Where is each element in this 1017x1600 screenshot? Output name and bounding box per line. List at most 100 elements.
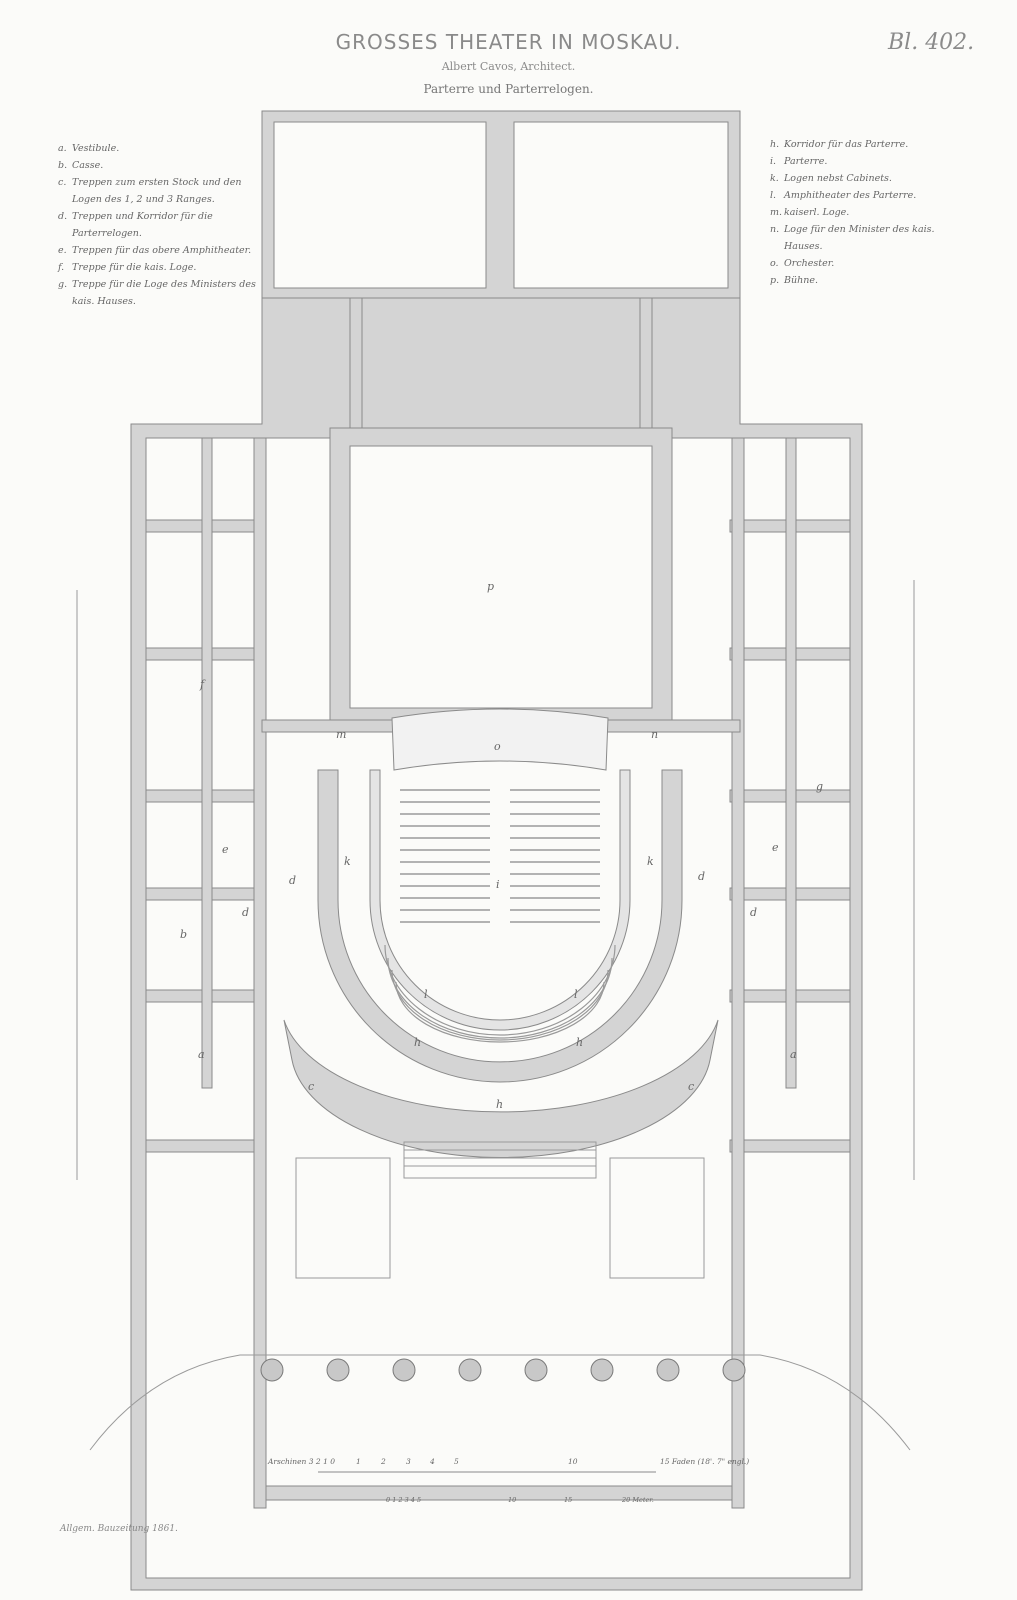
orchestra-pit xyxy=(391,708,609,771)
legend-text: Treppe für die Loge des Ministers des ka… xyxy=(72,279,256,307)
legend-key: o. xyxy=(770,258,779,269)
rear-annex xyxy=(261,110,741,299)
label-l-left: l xyxy=(424,988,428,1001)
label-h-center: h xyxy=(496,1098,503,1111)
scale-meter-label: 20 Meter. xyxy=(621,1496,654,1504)
front-wall xyxy=(261,1485,743,1501)
label-p: p xyxy=(487,580,494,593)
legend-key: i. xyxy=(770,156,777,167)
sheet-number: Bl. 402. xyxy=(888,30,975,55)
legend-entry: m.kaiserl. Loge. xyxy=(770,204,969,221)
architect-credit: Albert Cavos, Architect. xyxy=(441,60,576,73)
legend-key: a. xyxy=(58,143,67,154)
parterre-seats xyxy=(400,789,600,923)
auditorium-outer xyxy=(317,769,683,1083)
label-m: m xyxy=(336,728,346,741)
legend-key: l. xyxy=(770,190,777,201)
label-c-left: c xyxy=(308,1080,314,1093)
outer-walls xyxy=(130,297,863,1591)
label-i: i xyxy=(496,878,500,891)
label-d-left2: d xyxy=(242,906,249,919)
legend-text: Treppen zum ersten Stock und den Logen d… xyxy=(72,177,242,205)
label-f: f xyxy=(199,678,206,691)
legend-text: Treppen und Korridor für die Parterrelog… xyxy=(72,211,213,239)
legend-entry: e. Treppen für das obere Amphitheater. xyxy=(58,242,257,259)
scale-meter-ticks: 0 1 2 3 4 5 xyxy=(386,1496,421,1504)
legend-key: g. xyxy=(58,279,68,290)
legend-entry: a. Vestibule. xyxy=(58,140,257,157)
corridor-h xyxy=(283,1019,719,1158)
legend-key: k. xyxy=(770,173,779,184)
legend-entry: h. Korridor für das Parterre. xyxy=(770,136,969,153)
label-h-left: h xyxy=(414,1036,421,1049)
label-a-left: a xyxy=(198,1048,205,1061)
legend-entry: l. Amphitheater des Parterre. xyxy=(770,187,969,204)
legend-entry: d. Treppen und Korridor für die Parterrel… xyxy=(58,208,257,242)
legend-entry: p.Bühne. xyxy=(770,272,969,289)
legend-key: p. xyxy=(770,275,780,286)
legend-text: Vestibule. xyxy=(72,143,120,154)
scale-tick-3: 3 xyxy=(406,1457,411,1466)
legend-key: c. xyxy=(58,177,67,188)
scale-bar-meter: 0 1 2 3 4 5 10 15 20 Meter. xyxy=(386,1496,654,1504)
legend-text: Treppen für das obere Amphitheater. xyxy=(72,245,252,256)
legend-text: Loge für den Minister des kais. Hauses. xyxy=(784,224,935,252)
legend-text: Orchester. xyxy=(784,258,835,269)
legend-key: d. xyxy=(58,211,68,222)
plan-name: Parterre und Parterrelogen. xyxy=(423,82,594,96)
label-a-right: a xyxy=(790,1048,797,1061)
source-credit: Allgem. Bauzeitung 1861. xyxy=(60,1524,178,1534)
legend-entry: k. Logen nebst Cabinets. xyxy=(770,170,969,187)
legend-entry: n. Loge für den Minister des kais. Hauses… xyxy=(770,221,969,255)
scale-tick-2: 2 xyxy=(380,1457,386,1466)
label-h-right: h xyxy=(576,1036,583,1049)
label-k-left: k xyxy=(344,855,351,868)
ramp-curve xyxy=(89,1354,911,1451)
label-b: b xyxy=(180,928,187,941)
legend-key: n. xyxy=(770,224,780,235)
legend-text: Casse. xyxy=(72,160,104,171)
legend-key: m. xyxy=(770,207,783,218)
label-g: g xyxy=(816,780,823,793)
amphitheater-rows xyxy=(384,944,616,1043)
scale-tick-1: 1 xyxy=(356,1457,361,1466)
auditorium-inner xyxy=(369,769,631,1031)
label-o: o xyxy=(494,740,501,753)
legend-key: b. xyxy=(58,160,68,171)
scale-bar-arschinen: Arschinen 3 2 1 0 1 2 3 4 5 10 15 Faden … xyxy=(267,1457,749,1473)
scale-tick-5: 5 xyxy=(454,1457,459,1466)
legend-text: Korridor für das Parterre. xyxy=(784,139,909,150)
page-title: GROSSES THEATER IN MOSKAU. xyxy=(335,30,682,54)
legend-entry: i.Parterre. xyxy=(770,153,969,170)
legend-text: Treppe für die kais. Loge. xyxy=(72,262,197,273)
label-d-left: d xyxy=(289,874,296,887)
legend-text: Amphitheater des Parterre. xyxy=(784,190,917,201)
legend-key: e. xyxy=(58,245,67,256)
scale-meter-10: 10 xyxy=(508,1496,516,1504)
portico-columns xyxy=(260,1358,746,1382)
legend-right: h.Korridor für das Parterre.i.Parterre.k… xyxy=(770,136,969,289)
legend-key: f. xyxy=(58,262,65,273)
legend-key: h. xyxy=(770,139,780,150)
scale-meter-15: 15 xyxy=(564,1496,572,1504)
scale-faden-label: 15 Faden (18'. 7" engl.) xyxy=(660,1457,749,1466)
legend-text: Logen nebst Cabinets. xyxy=(784,173,892,184)
scale-tick-10: 10 xyxy=(568,1457,578,1466)
label-d-right: d xyxy=(698,870,705,883)
scale-tick-4: 4 xyxy=(429,1457,435,1466)
label-k-right: k xyxy=(647,855,654,868)
legend-text: kaiserl. Loge. xyxy=(784,207,850,218)
stage-walls xyxy=(329,427,673,721)
legend-left: a. Vestibule. b. Casse. c. Treppen zum ersten… xyxy=(58,140,257,310)
label-e-left: e xyxy=(222,843,229,856)
legend-entry: g. Treppe für die Loge des Ministers des … xyxy=(58,276,257,310)
legend-entry: f. Treppe für die kais. Loge. xyxy=(58,259,257,276)
label-n: n xyxy=(651,728,658,741)
scale-arschinen-label: Arschinen 3 2 1 0 xyxy=(267,1457,335,1466)
legend-entry: c. Treppen zum ersten Stock und den Logen… xyxy=(58,174,257,208)
label-c-right: c xyxy=(688,1080,694,1093)
label-e-right: e xyxy=(772,841,779,854)
legend-entry: o. Orchester. xyxy=(770,255,969,272)
